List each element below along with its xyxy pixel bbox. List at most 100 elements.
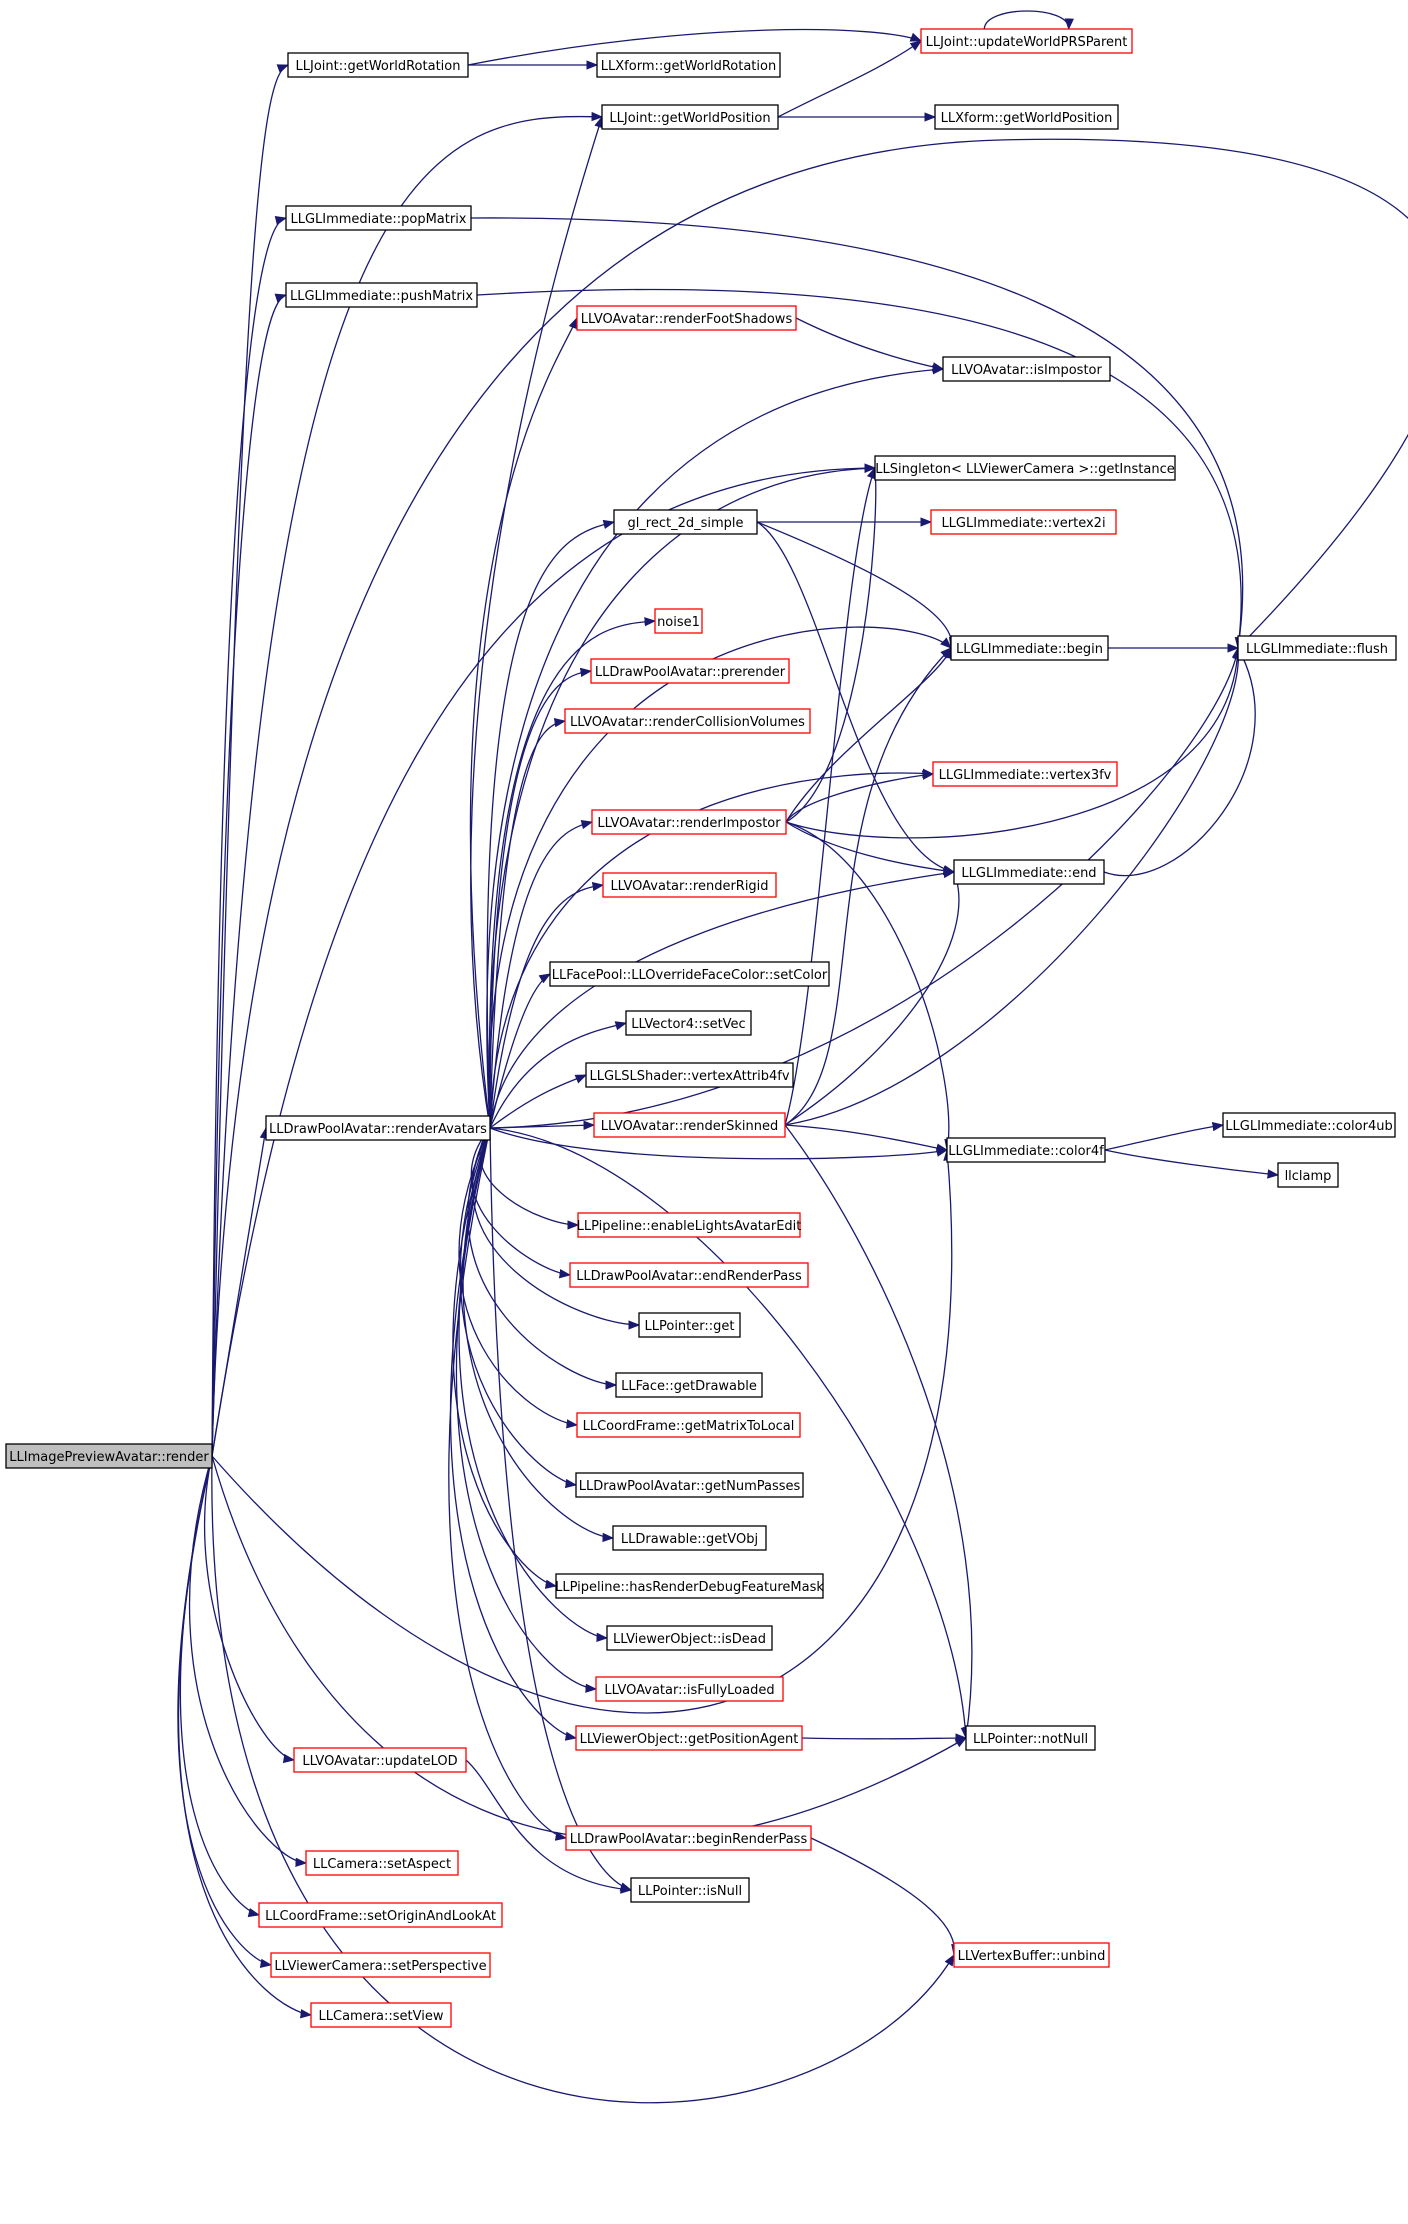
node-setColor[interactable]: LLFacePool::LLOverrideFaceColor::setColo… — [549, 961, 830, 987]
node-setView[interactable]: LLCamera::setView — [310, 2002, 452, 2028]
node-label-isNull: LLPointer::isNull — [638, 1884, 742, 1899]
node-getPositionAgent[interactable]: LLViewerObject::getPositionAgent — [575, 1725, 803, 1751]
node-box-updateWorldPRSParent — [920, 28, 1133, 54]
node-box-xformGetWorldPosition — [934, 104, 1119, 130]
edge-root-to-unbind — [211, 1455, 955, 2104]
node-label-xformGetWorldPosition: LLXform::getWorldPosition — [941, 111, 1113, 126]
node-getVObj[interactable]: LLDrawable::getVObj — [612, 1525, 767, 1551]
node-label-isImpostor: LLVOAvatar::isImpostor — [951, 363, 1102, 378]
node-isNull[interactable]: LLPointer::isNull — [630, 1877, 750, 1903]
node-renderRigid[interactable]: LLVOAvatar::renderRigid — [602, 872, 777, 898]
node-box-vertex2i — [930, 509, 1117, 535]
node-isImpostor[interactable]: LLVOAvatar::isImpostor — [942, 356, 1111, 382]
node-color4f[interactable]: LLGLImmediate::color4f — [946, 1137, 1106, 1163]
node-label-setColor: LLFacePool::LLOverrideFaceColor::setColo… — [552, 968, 828, 983]
edge-renderAvatars-to-end — [489, 868, 956, 1129]
edge-popMatrix-to-flush — [470, 217, 1245, 650]
node-label-endRenderPass: LLDrawPoolAvatar::endRenderPass — [576, 1269, 802, 1284]
node-endRenderPass[interactable]: LLDrawPoolAvatar::endRenderPass — [569, 1262, 809, 1288]
node-label-xformGetWorldRotation: LLXform::getWorldRotation — [601, 59, 776, 74]
edge-renderAvatars-to-getInstance — [488, 463, 877, 1129]
node-vertex2i[interactable]: LLGLImmediate::vertex2i — [930, 509, 1117, 535]
node-end[interactable]: LLGLImmediate::end — [953, 859, 1105, 885]
node-box-getWorldPosition — [601, 104, 779, 130]
node-prerender[interactable]: LLDrawPoolAvatar::prerender — [590, 658, 790, 684]
node-xformGetWorldRotation[interactable]: LLXform::getWorldRotation — [596, 52, 781, 78]
node-renderCollisionVolumes[interactable]: LLVOAvatar::renderCollisionVolumes — [564, 708, 811, 734]
edge-getPositionAgent-to-notNull — [801, 1733, 968, 1743]
node-flush[interactable]: LLGLImmediate::flush — [1237, 635, 1397, 661]
node-label-getVObj: LLDrawable::getVObj — [621, 1532, 758, 1547]
node-notNull[interactable]: LLPointer::notNull — [965, 1725, 1096, 1751]
node-box-getMatrixToLocal — [576, 1412, 801, 1438]
node-label-renderSkinned: LLVOAvatar::renderSkinned — [601, 1119, 778, 1134]
node-getNumPasses[interactable]: LLDrawPoolAvatar::getNumPasses — [575, 1472, 804, 1498]
node-isFullyLoaded[interactable]: LLVOAvatar::isFullyLoaded — [595, 1676, 784, 1702]
edge-renderAvatars-to-enableLights — [479, 1127, 580, 1230]
node-unbind[interactable]: LLVertexBuffer::unbind — [953, 1942, 1110, 1968]
node-box-noise1 — [654, 608, 703, 634]
node-noise1[interactable]: noise1 — [654, 608, 703, 634]
edge-renderAvatars-to-beginRenderPass — [448, 1127, 568, 1841]
node-box-getPositionAgent — [575, 1725, 803, 1751]
node-box-popMatrix — [285, 205, 472, 231]
node-getInstance[interactable]: LLSingleton< LLViewerCamera >::getInstan… — [874, 455, 1176, 481]
edge-color4f-to-llclamp — [1104, 1149, 1280, 1179]
node-pushMatrix[interactable]: LLGLImmediate::pushMatrix — [285, 282, 478, 308]
node-vertexAttrib4fv[interactable]: LLGLSLShader::vertexAttrib4fv — [585, 1062, 794, 1088]
node-enableLights[interactable]: LLPipeline::enableLightsAvatarEdit — [577, 1212, 802, 1238]
node-label-renderAvatars: LLDrawPoolAvatar::renderAvatars — [269, 1122, 487, 1137]
node-pointerGet[interactable]: LLPointer::get — [638, 1312, 741, 1338]
node-box-vertexAttrib4fv — [585, 1062, 794, 1088]
node-hasRenderDebug[interactable]: LLPipeline::hasRenderDebugFeatureMask — [555, 1573, 824, 1599]
edge-renderAvatars-to-renderRigid — [489, 881, 605, 1129]
node-box-pushMatrix — [285, 282, 478, 308]
node-label-enableLights: LLPipeline::enableLightsAvatarEdit — [577, 1219, 802, 1234]
node-renderAvatars[interactable]: LLDrawPoolAvatar::renderAvatars — [265, 1115, 491, 1141]
node-setAspect[interactable]: LLCamera::setAspect — [305, 1850, 459, 1876]
edge-glRect2d-to-begin — [756, 521, 958, 650]
node-xformGetWorldPosition[interactable]: LLXform::getWorldPosition — [934, 104, 1119, 130]
node-popMatrix[interactable]: LLGLImmediate::popMatrix — [285, 205, 472, 231]
node-setPerspective[interactable]: LLViewerCamera::setPerspective — [270, 1952, 491, 1978]
node-setOriginAndLookAt[interactable]: LLCoordFrame::setOriginAndLookAt — [258, 1902, 503, 1928]
node-label-setAspect: LLCamera::setAspect — [313, 1857, 451, 1872]
node-getMatrixToLocal[interactable]: LLCoordFrame::getMatrixToLocal — [576, 1412, 801, 1438]
node-color4ub[interactable]: LLGLImmediate::color4ub — [1222, 1112, 1396, 1138]
edge-renderAvatars-to-flush — [489, 646, 1241, 1129]
node-isDead[interactable]: LLViewerObject::isDead — [606, 1625, 773, 1651]
node-llclamp[interactable]: llclamp — [1277, 1162, 1339, 1188]
node-updateLOD[interactable]: LLVOAvatar::updateLOD — [293, 1747, 467, 1773]
node-renderImpostor[interactable]: LLVOAvatar::renderImpostor — [591, 809, 787, 835]
node-box-getInstance — [874, 455, 1176, 481]
node-renderFootShadows[interactable]: LLVOAvatar::renderFootShadows — [576, 305, 797, 331]
node-box-prerender — [590, 658, 790, 684]
edge-root-to-setPerspective — [177, 1455, 273, 1968]
node-box-unbind — [953, 1942, 1110, 1968]
node-begin[interactable]: LLGLImmediate::begin — [950, 635, 1109, 661]
node-updateWorldPRSParent[interactable]: LLJoint::updateWorldPRSParent — [920, 28, 1133, 54]
node-vertex3fv[interactable]: LLGLImmediate::vertex3fv — [932, 761, 1118, 787]
edge-renderAvatars-to-getPositionAgent — [449, 1127, 578, 1741]
node-box-setAspect — [305, 1850, 459, 1876]
edge-renderAvatars-to-hasRenderDebug — [452, 1127, 558, 1589]
node-box-end — [953, 859, 1105, 885]
node-box-setVec — [625, 1010, 752, 1036]
node-glRect2d[interactable]: gl_rect_2d_simple — [613, 509, 758, 535]
edge-renderAvatars-to-renderCollisionVolumes — [489, 718, 567, 1129]
node-label-unbind: LLVertexBuffer::unbind — [958, 1949, 1106, 1964]
node-beginRenderPass[interactable]: LLDrawPoolAvatar::beginRenderPass — [565, 1825, 812, 1851]
node-box-notNull — [965, 1725, 1096, 1751]
node-getDrawable[interactable]: LLFace::getDrawable — [615, 1372, 763, 1398]
node-label-isFullyLoaded: LLVOAvatar::isFullyLoaded — [604, 1683, 774, 1698]
node-getWorldPosition[interactable]: LLJoint::getWorldPosition — [601, 104, 779, 130]
edge-renderSkinned-to-flush — [784, 646, 1244, 1126]
node-root[interactable]: LLImagePreviewAvatar::render — [5, 1443, 213, 1469]
node-renderSkinned[interactable]: LLVOAvatar::renderSkinned — [593, 1112, 786, 1138]
edge-color4f-to-color4ub — [1104, 1121, 1225, 1151]
edge-renderSkinned-to-color4f — [784, 1124, 949, 1153]
node-getWorldRotation[interactable]: LLJoint::getWorldRotation — [287, 52, 469, 78]
node-box-isImpostor — [942, 356, 1111, 382]
node-setVec[interactable]: LLVector4::setVec — [625, 1010, 752, 1036]
